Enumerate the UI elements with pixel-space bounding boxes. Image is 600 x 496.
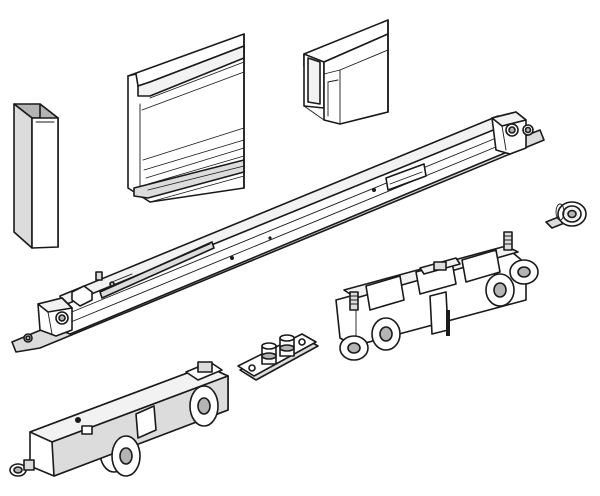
roller-carriage — [9, 361, 229, 477]
track-profile — [303, 19, 389, 125]
trolley-assembly — [335, 231, 539, 361]
small-roller — [545, 201, 587, 229]
guide-bracket — [237, 333, 319, 381]
damper-rail — [11, 111, 545, 353]
end-cap — [13, 103, 59, 249]
top-track-rail — [127, 33, 245, 203]
